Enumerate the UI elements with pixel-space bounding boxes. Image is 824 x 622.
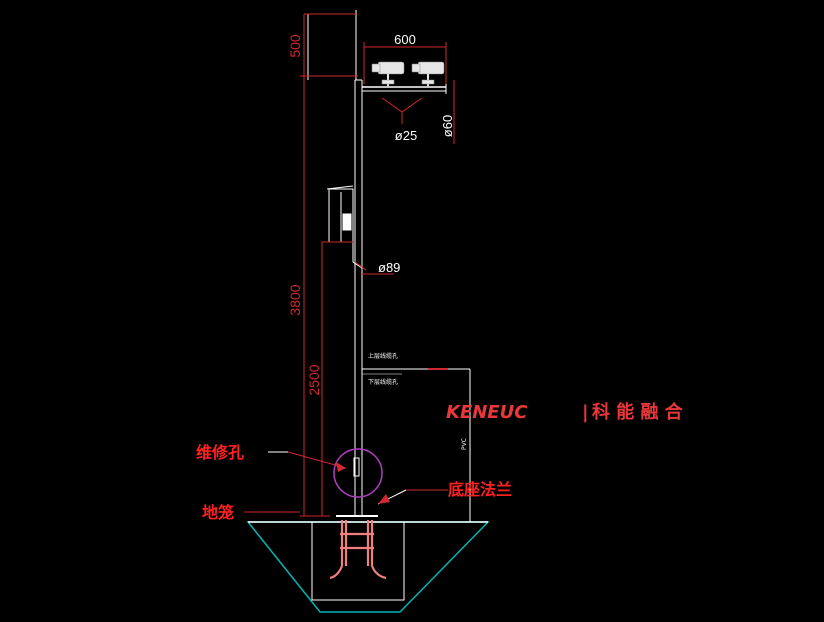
cross-arm: [362, 84, 447, 94]
dim-arm-width: 600: [394, 32, 416, 47]
anchor-cage: [329, 515, 387, 580]
maintenance-hole-slot: [353, 457, 360, 477]
camera-icon: [411, 61, 445, 86]
cable-run: [362, 368, 471, 522]
dimension-lines: [300, 13, 455, 517]
dim-pole-dia: ø89: [378, 260, 400, 275]
note-lower-label: 下层线缆孔: [368, 378, 398, 386]
dim-box-height: 2500: [306, 364, 322, 395]
dim-bracket-dia: ø25: [395, 128, 417, 143]
callout-base-flange: 底座法兰: [448, 480, 512, 499]
maintenance-hole-highlight: [333, 448, 383, 498]
dim-top-height: 500: [287, 34, 303, 58]
note-cable-label: PVC: [461, 438, 468, 450]
watermark-separator: |: [582, 402, 589, 423]
dim-pole-height: 3800: [287, 284, 303, 315]
watermark-latin: KENEUC: [446, 402, 528, 423]
note-upper-label: 上层线缆孔: [368, 352, 398, 360]
watermark-logo: KENEUC | 科 能 融 合: [446, 401, 684, 423]
camera-icon: [371, 61, 405, 86]
callout-leaders: [244, 451, 448, 513]
callout-anchor-cage: 地笼: [202, 503, 234, 522]
arrow-icon: [336, 462, 346, 472]
equipment-box: [322, 185, 363, 269]
dim-crossarm-dia: ø60: [440, 115, 455, 137]
pole: [307, 10, 363, 516]
watermark-chinese: 科 能 融 合: [592, 401, 684, 423]
arrow-icon: [378, 494, 390, 504]
callout-maintenance-hole: 维修孔: [196, 443, 244, 462]
